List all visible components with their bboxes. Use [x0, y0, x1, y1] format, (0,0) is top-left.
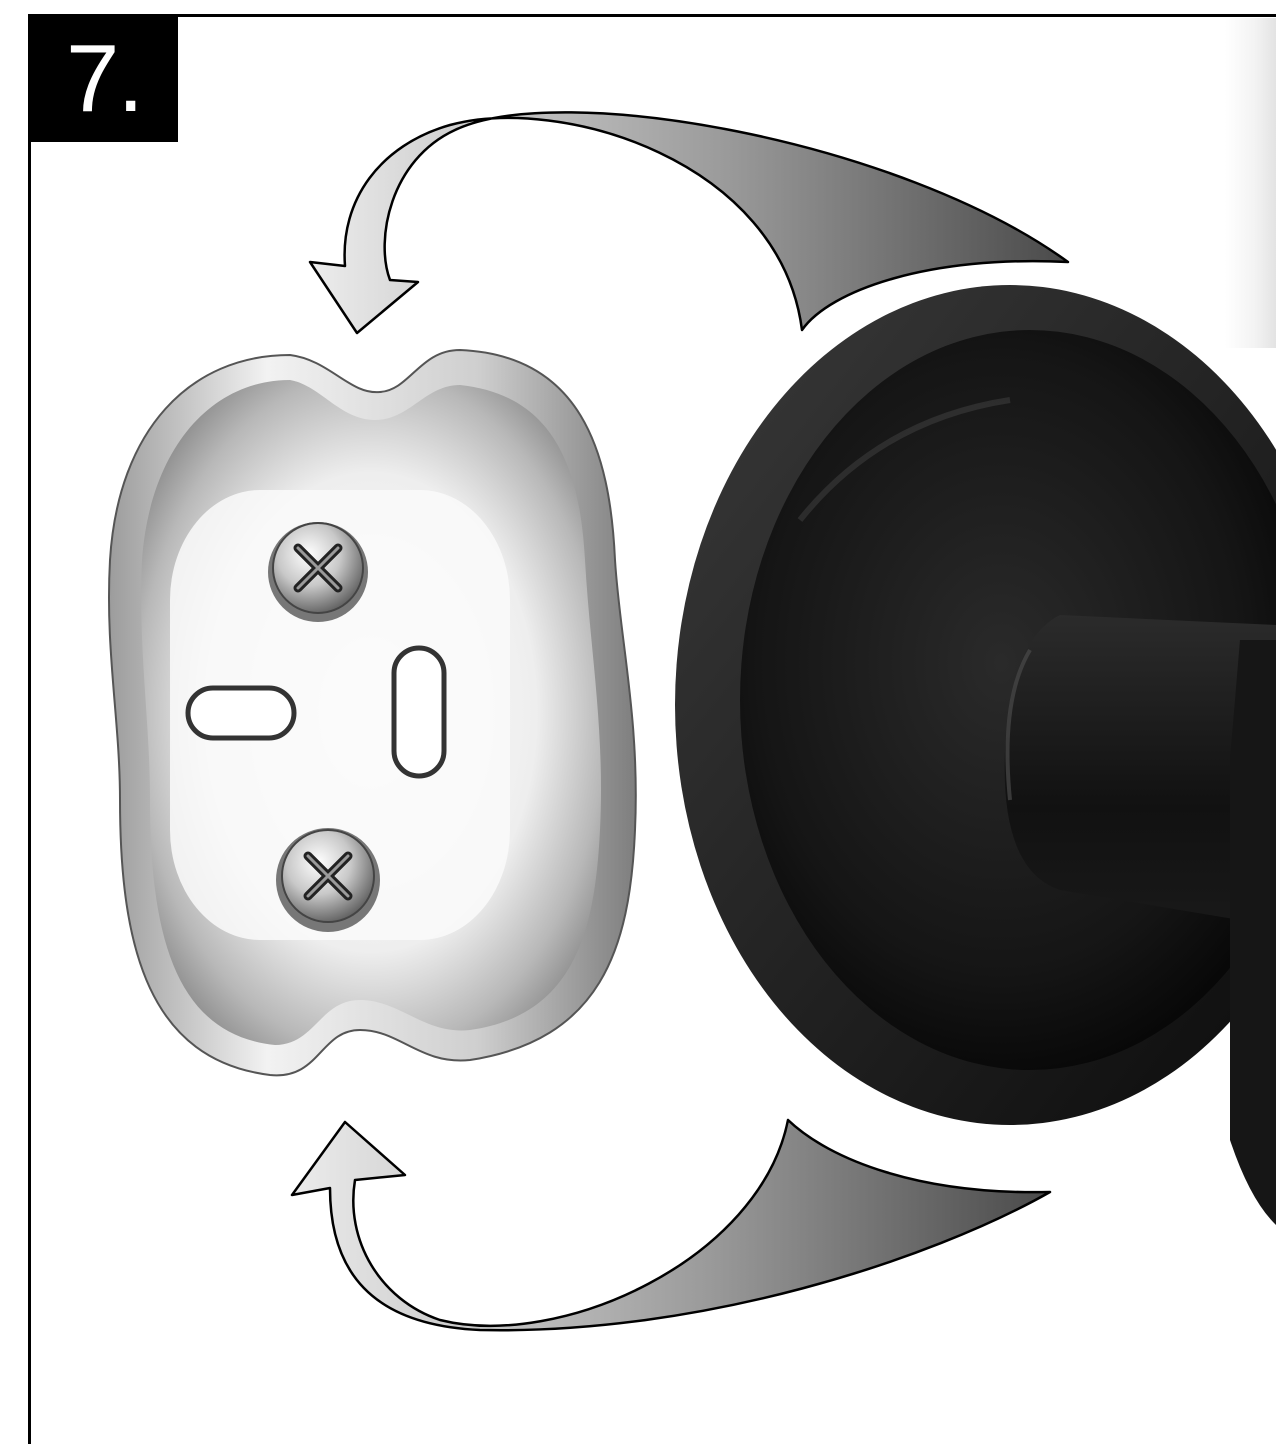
- screw-bottom: [276, 828, 380, 932]
- vertical-slot: [394, 648, 444, 776]
- mounting-bracket: [109, 350, 636, 1075]
- rotate-arrow-bottom: [292, 1120, 1050, 1330]
- horizontal-slot: [188, 688, 294, 738]
- screw-top: [268, 522, 368, 622]
